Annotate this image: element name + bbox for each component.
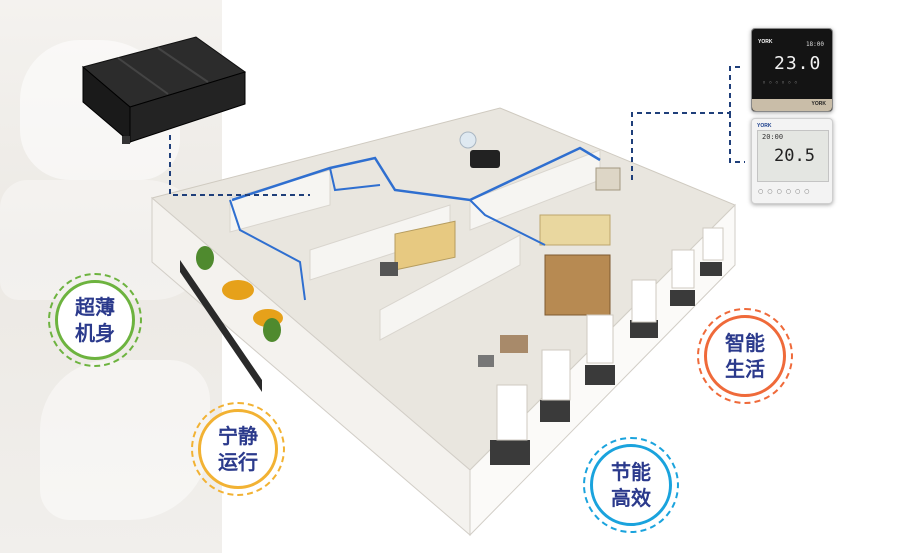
white-thermostat-panel: YORK 20:00 20.5 ○○○○○○ [751,118,833,204]
temperature-readout: 23.0 [774,53,822,74]
control-icons: ◦ ◦ ◦ ◦ ◦ ◦ [762,79,798,87]
ducted-unit-image [81,36,247,144]
badge-label: 超薄机身 [75,295,115,345]
badge-label: 宁静运行 [218,424,258,474]
feature-badge-quiet-operation: 宁静运行 [191,402,285,496]
york-brand-label: YORK [757,123,772,129]
feature-badge-slim-body: 超薄机身 [48,273,142,367]
feature-badge-smart-living: 智能生活 [697,308,793,404]
badge-label: 智能生活 [725,331,765,381]
badge-label: 节能高效 [611,460,651,510]
black-thermostat-panel: YORK 18:00 23.0 ◦ ◦ ◦ ◦ ◦ ◦ YORK [751,28,833,112]
york-brand-label: YORK [758,39,773,45]
feature-badge-energy-efficient: 节能高效 [583,437,679,533]
clock-readout: 20:00 [762,133,784,141]
brand-strip: YORK [752,99,832,111]
button-row-icons: ○○○○○○ [758,188,814,195]
temperature-readout: 20.5 [774,146,815,166]
lcd-screen: 20:00 20.5 [757,130,829,182]
clock-readout: 18:00 [805,41,824,48]
strip-brand-label: YORK [811,101,826,107]
